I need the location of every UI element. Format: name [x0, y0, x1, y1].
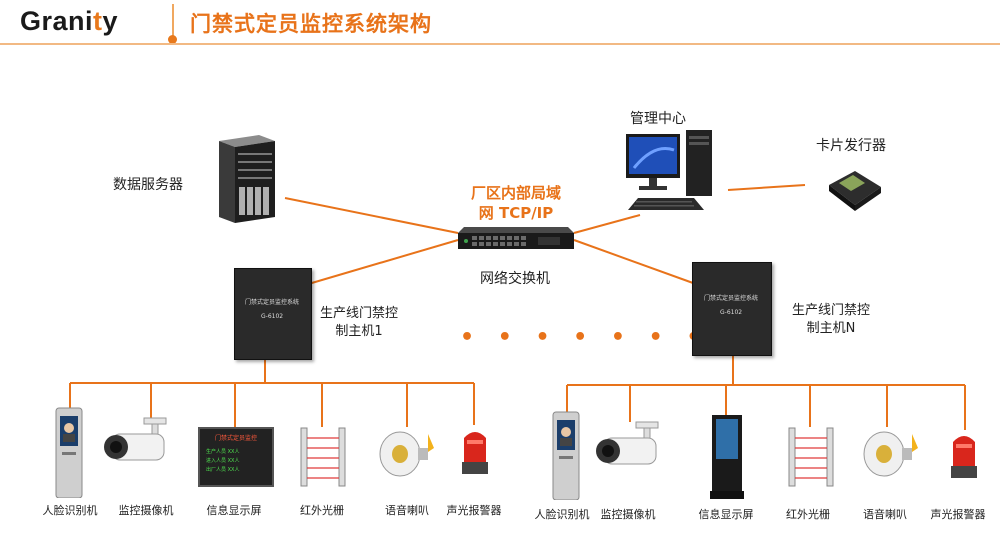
face-recognition-icon [552, 411, 580, 500]
server-switch-link [284, 197, 459, 234]
controller-left-panel-title: 门禁式定员监控系统 [245, 299, 300, 306]
switch-ctrl-right-link [573, 239, 694, 284]
controller-left-label-line1: 生产线门禁控 [320, 306, 399, 321]
network-switch [458, 225, 574, 251]
mgmt-label: 管理中心 [630, 111, 686, 127]
controller-right-label: 生产线门禁控 制主机N [792, 302, 870, 338]
computer-icon [626, 130, 712, 210]
controller-right-label-line1: 生产线门禁控 [792, 303, 871, 318]
device-left-5-label: 语音喇叭 [385, 504, 429, 517]
device-right-3-label: 信息显示屏 [698, 508, 754, 521]
face-terminal-left [52, 406, 88, 498]
server-label: 数据服务器 [113, 177, 183, 193]
controller-right-panel: 门禁式定员监控系统 G-6102 [692, 262, 772, 356]
horn-speaker-icon [379, 431, 434, 477]
granity-logo: Granity [20, 6, 119, 36]
server-icon [219, 135, 275, 223]
controller-left-panel-model: G-6102 [261, 313, 284, 320]
switch-mgmt-link [573, 214, 641, 234]
ir-grating-left [298, 426, 348, 488]
controller-left-label: 生产线门禁控 制主机1 [320, 305, 398, 341]
speaker-left [376, 428, 438, 480]
face-terminal-right [549, 410, 585, 500]
mgmt-card-link [727, 184, 806, 191]
controller-right-label-line2: 制主机N [806, 321, 856, 336]
device-left-1-label: 人脸识别机 [42, 504, 98, 517]
switch-label: 网络交换机 [480, 271, 550, 287]
speaker-right [860, 428, 922, 480]
alarm-left [458, 424, 492, 476]
camera-left [100, 416, 174, 472]
controller-left-label-line2: 制主机1 [335, 324, 383, 339]
management-pc [624, 128, 720, 218]
info-display-right [710, 413, 744, 501]
switch-ctrl-left-link [304, 239, 459, 286]
device-right-4-label: 红外光栅 [786, 508, 830, 521]
controller-right-panel-model: G-6102 [720, 309, 743, 316]
device-right-6-label: 声光报警器 [930, 508, 986, 521]
infrared-grating-icon [788, 427, 834, 487]
device-left-3-label: 信息显示屏 [206, 504, 262, 517]
controller-left-panel: 门禁式定员监控系统 G-6102 [234, 268, 312, 360]
device-left-6-label: 声光报警器 [446, 504, 502, 517]
kiosk-display-icon [710, 415, 744, 499]
card-issuer-label: 卡片发行器 [816, 138, 886, 154]
infrared-grating-icon [300, 427, 346, 487]
display-row-3: 出厂人员 XX人 [206, 467, 240, 473]
lan-label-line2: 网 TCP/IP [478, 204, 554, 222]
header-rule [0, 43, 1000, 45]
alarm-right [947, 428, 981, 480]
card-issuer [825, 165, 885, 215]
cctv-camera-icon [596, 421, 659, 465]
display-row-1: 生产人员 XX人 [206, 449, 240, 455]
camera-right [592, 420, 666, 476]
horn-speaker-icon [863, 431, 918, 477]
more-controllers-ellipsis: • • • • • • • [460, 325, 709, 350]
device-right-2-label: 监控摄像机 [600, 508, 656, 521]
display-title: 门禁式定员监控 [214, 435, 257, 442]
device-left-4-label: 红外光栅 [300, 504, 344, 517]
face-recognition-icon [55, 407, 83, 498]
ir-grating-right [786, 426, 836, 488]
lan-label-line1: 厂区内部局域 [470, 184, 561, 202]
header-divider [172, 4, 174, 38]
info-display-left: 门禁式定员监控 生产人员 XX人 进入人员 XX人 出厂人员 XX人 [198, 427, 274, 487]
controller-right-panel-title: 门禁式定员监控系统 [704, 295, 759, 302]
header-dot [168, 35, 177, 44]
alarm-light-icon [951, 436, 977, 478]
switch-icon [458, 227, 574, 249]
data-server [213, 135, 279, 225]
alarm-light-icon [462, 432, 488, 474]
display-row-2: 进入人员 XX人 [206, 458, 240, 464]
page-title: 门禁式定员监控系统架构 [190, 12, 432, 36]
cctv-camera-icon [104, 417, 167, 461]
device-left-2-label: 监控摄像机 [118, 504, 174, 517]
device-right-5-label: 语音喇叭 [863, 508, 907, 521]
device-right-1-label: 人脸识别机 [534, 508, 590, 521]
card-reader-icon [829, 171, 881, 211]
lan-label: 厂区内部局域 网 TCP/IP [450, 183, 582, 223]
display-rows: 生产人员 XX人 进入人员 XX人 出厂人员 XX人 [206, 448, 272, 475]
